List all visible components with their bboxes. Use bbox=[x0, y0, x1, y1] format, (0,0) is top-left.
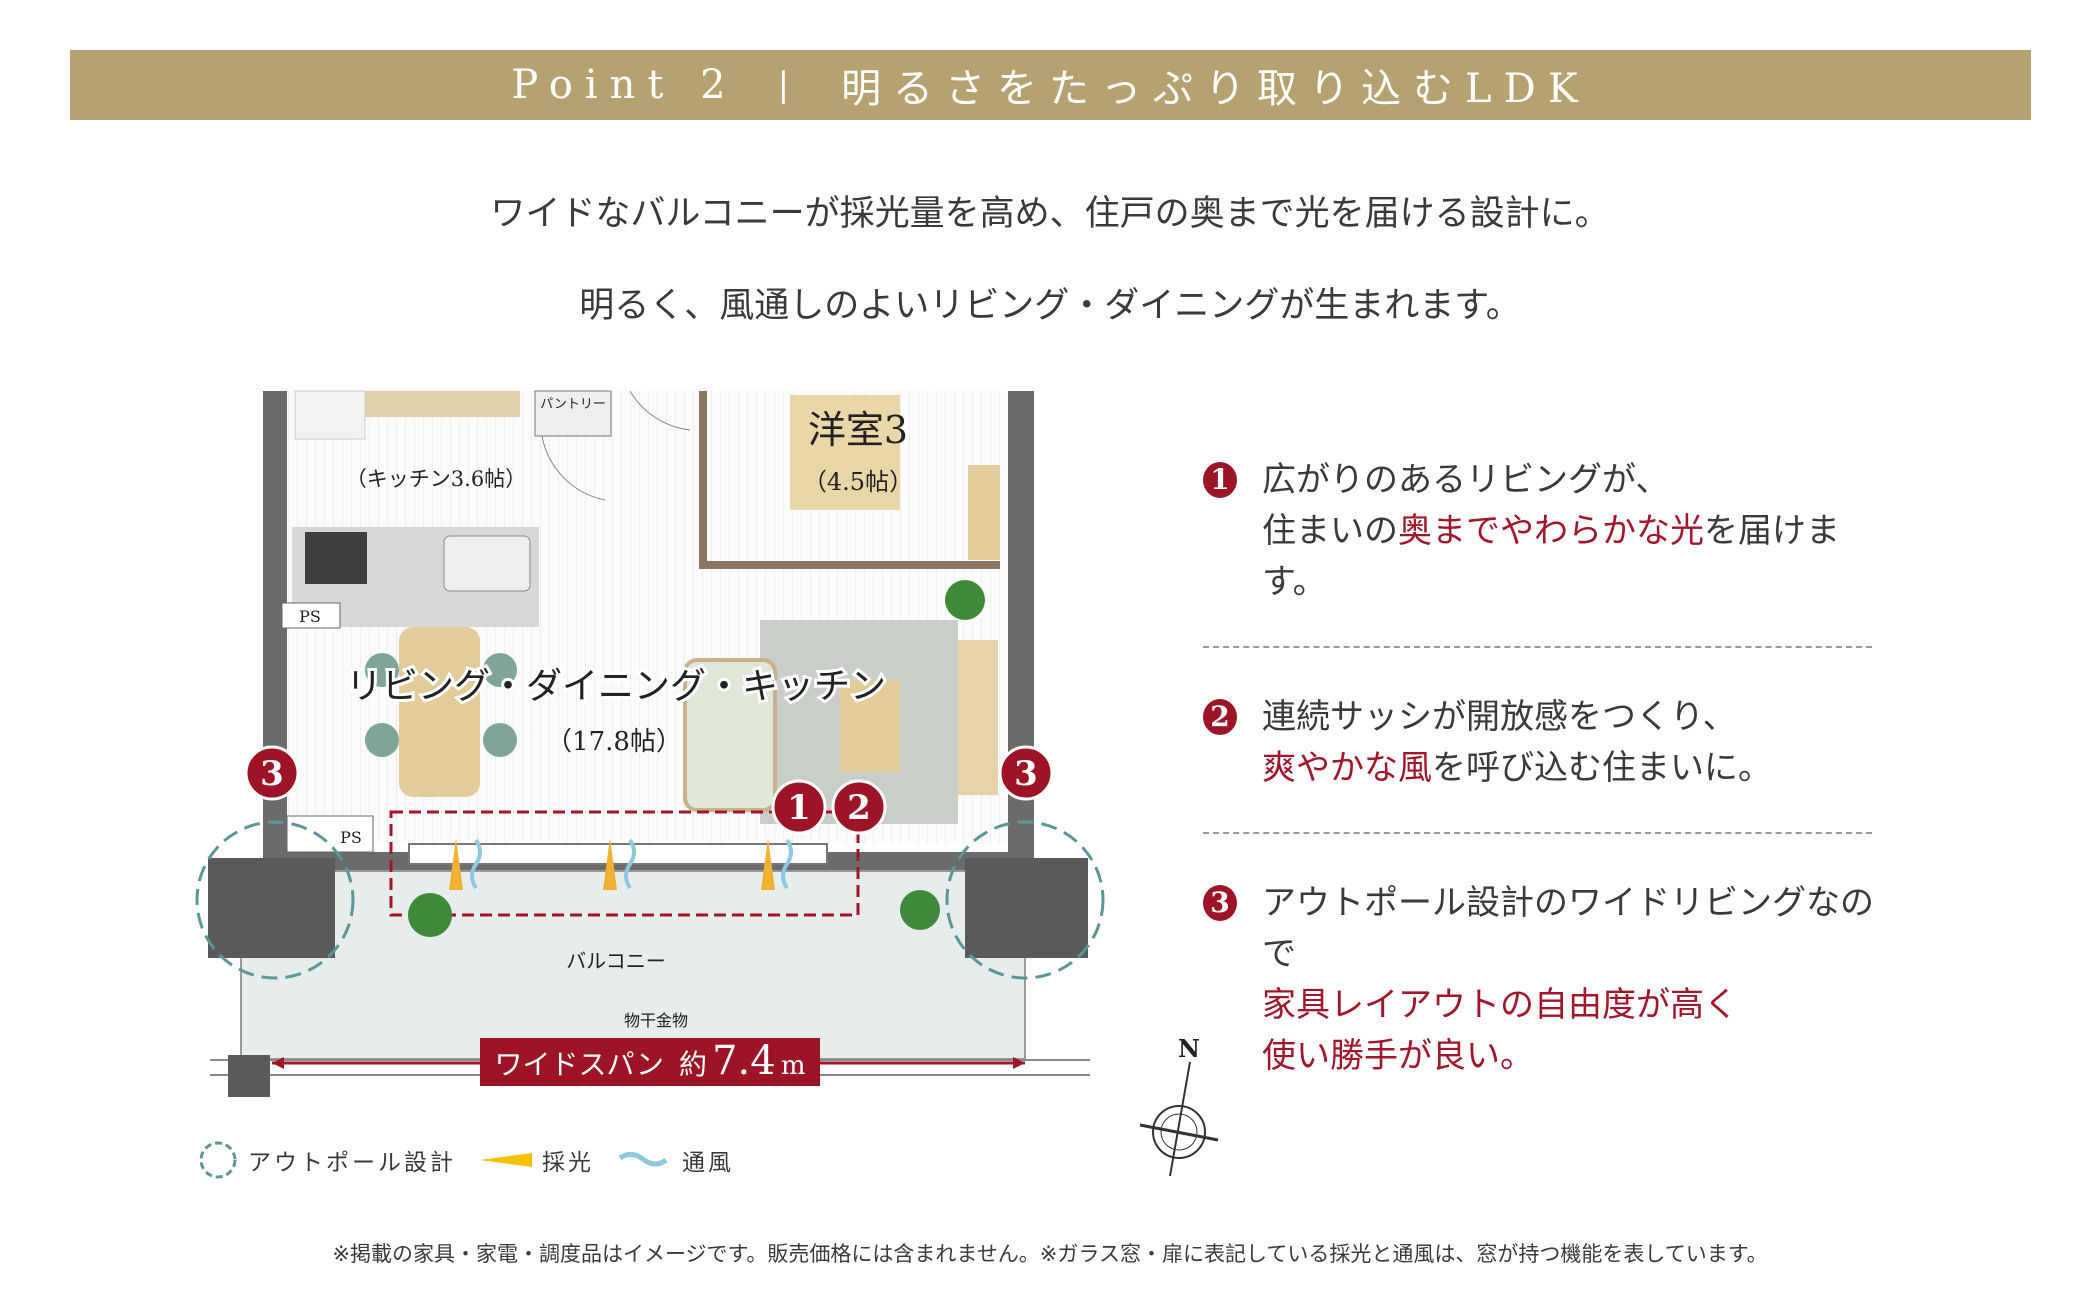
tv-board bbox=[958, 640, 998, 795]
banner-separator: | bbox=[777, 65, 802, 105]
svg-text:1: 1 bbox=[787, 788, 811, 828]
point-text: を呼び込む住まいに。 bbox=[1432, 748, 1772, 788]
ldk-label: リビング・ダイニング・キッチン bbox=[346, 666, 886, 707]
legend: アウトポール設計 採光 通風 bbox=[198, 1140, 734, 1180]
room-western-label: 洋室3 bbox=[808, 408, 908, 452]
ps-box-2 bbox=[286, 815, 374, 853]
point-item-3: 3 アウトポール設計のワイドリビングなので 家具レイアウトの自由度が高く 使い勝… bbox=[1203, 878, 1883, 1082]
marker-1 bbox=[771, 779, 827, 835]
room-western-size: （4.5帖） bbox=[803, 468, 913, 496]
divider bbox=[1203, 832, 1872, 834]
wind-icon bbox=[781, 838, 793, 890]
light-icon bbox=[480, 1153, 532, 1167]
svg-text:3: 3 bbox=[260, 754, 284, 794]
plant-icon bbox=[408, 893, 452, 937]
ps-label-1: PS bbox=[299, 607, 321, 626]
continuous-sash-highlight bbox=[389, 810, 860, 917]
marker-3-left bbox=[244, 745, 300, 801]
ps-box-1 bbox=[281, 602, 341, 629]
point-highlight: 爽やかな風 bbox=[1262, 748, 1432, 788]
pantry bbox=[534, 390, 612, 437]
outpole-circle-icon bbox=[199, 1141, 237, 1179]
svg-text:2: 2 bbox=[847, 788, 871, 828]
legend-wind: 通風 bbox=[682, 1150, 734, 1176]
balcony-label: バルコニー bbox=[566, 949, 666, 973]
point-number-badge: 1 bbox=[1203, 462, 1237, 498]
point-text: を届けます。 bbox=[1262, 511, 1840, 602]
sink-icon bbox=[443, 535, 531, 592]
point-highlight: 奥までやわらかな光 bbox=[1398, 511, 1704, 551]
outpole-circle-left bbox=[195, 820, 355, 980]
cooktop-icon bbox=[305, 532, 367, 584]
point-label: Point 2 bbox=[511, 62, 738, 108]
point-text: アウトポール設計のワイドリビングなので bbox=[1262, 883, 1874, 974]
wind-icon bbox=[624, 838, 636, 890]
compass-icon: N bbox=[1139, 1034, 1219, 1177]
svg-text:ワイドスパン 約 7.4 m: ワイドスパン 約 7.4 m bbox=[495, 1038, 806, 1084]
plant-icon bbox=[900, 890, 940, 930]
sofa bbox=[683, 658, 777, 812]
section-banner: Point 2 | 明るさをたっぷり取り込むLDK bbox=[70, 50, 2031, 120]
intro-line-1: ワイドなバルコニーが採光量を高め、住戸の奥まで光を届ける設計に。 bbox=[490, 194, 1610, 234]
fridge-icon bbox=[294, 390, 366, 440]
legend-outpole: アウトポール設計 bbox=[248, 1150, 456, 1176]
wide-span-label: ワイドスパン bbox=[495, 1048, 664, 1081]
pillar-right bbox=[965, 858, 1088, 958]
kitchen-size-label: （キッチン3.6帖） bbox=[346, 467, 526, 491]
point-highlight: 家具レイアウトの自由度が高く bbox=[1262, 985, 1738, 1025]
wide-span-value: 7.4 bbox=[712, 1038, 776, 1084]
light-wind-markers bbox=[449, 838, 793, 890]
point-item-1: 1 広がりのあるリビングが、 住まいの奥までやわらかな光を届けます。 bbox=[1203, 455, 1883, 608]
wide-span-prefix: 約 bbox=[679, 1048, 707, 1081]
point-text: 住まいの bbox=[1262, 511, 1398, 551]
balcony-area bbox=[240, 870, 1026, 1060]
coffee-table bbox=[840, 680, 900, 772]
svg-text:N: N bbox=[1178, 1034, 1200, 1063]
point-text: 広がりのあるリビングが、 bbox=[1262, 460, 1670, 500]
outpole-circle-right bbox=[945, 820, 1105, 980]
sliding-window bbox=[408, 843, 828, 865]
drying-hardware-label: 物干金物 bbox=[624, 1011, 688, 1030]
light-icon bbox=[761, 838, 775, 890]
wind-icon bbox=[618, 1152, 668, 1167]
points-list: 1 広がりのあるリビングが、 住まいの奥までやわらかな光を届けます。 2 連続サ… bbox=[1203, 455, 1883, 1082]
dining-table bbox=[399, 627, 480, 797]
post-bottom-left bbox=[228, 1055, 270, 1097]
banner-title: 明るさをたっぷり取り込むLDK bbox=[841, 66, 1590, 112]
western-bed bbox=[790, 395, 900, 510]
ldk-size: （17.8帖） bbox=[546, 727, 682, 757]
ps-label-2: PS bbox=[340, 828, 362, 847]
intro-line-2: 明るく、風通しのよいリビング・ダイニングが生まれます。 bbox=[579, 286, 1521, 326]
pillar-left bbox=[208, 858, 335, 958]
svg-text:3: 3 bbox=[1014, 754, 1038, 794]
footnote: ※掲載の家具・家電・調度品はイメージです。販売価格には含まれません。※ガラス窓・… bbox=[332, 1242, 1768, 1266]
point-number-badge: 3 bbox=[1203, 885, 1237, 921]
point-item-2: 2 連続サッシが開放感をつくり、 爽やかな風を呼び込む住まいに。 bbox=[1203, 692, 1883, 794]
plant-icon bbox=[945, 580, 985, 620]
desk bbox=[968, 465, 1000, 560]
light-icon bbox=[449, 838, 463, 890]
pantry-label: パントリー bbox=[540, 397, 606, 412]
wide-span-unit: m bbox=[781, 1051, 806, 1081]
point-text: 連続サッシが開放感をつくり、 bbox=[1262, 697, 1737, 737]
wide-span-badge bbox=[480, 1038, 820, 1086]
legend-light: 採光 bbox=[542, 1150, 594, 1176]
divider bbox=[1203, 646, 1872, 648]
marker-2 bbox=[831, 779, 887, 835]
point-number-badge: 2 bbox=[1203, 699, 1237, 735]
kitchen-top-shelf bbox=[365, 391, 520, 417]
light-icon bbox=[603, 838, 617, 890]
point-highlight: 使い勝手が良い。 bbox=[1262, 1036, 1534, 1076]
marker-3-right bbox=[998, 745, 1054, 801]
wind-icon bbox=[470, 838, 482, 890]
